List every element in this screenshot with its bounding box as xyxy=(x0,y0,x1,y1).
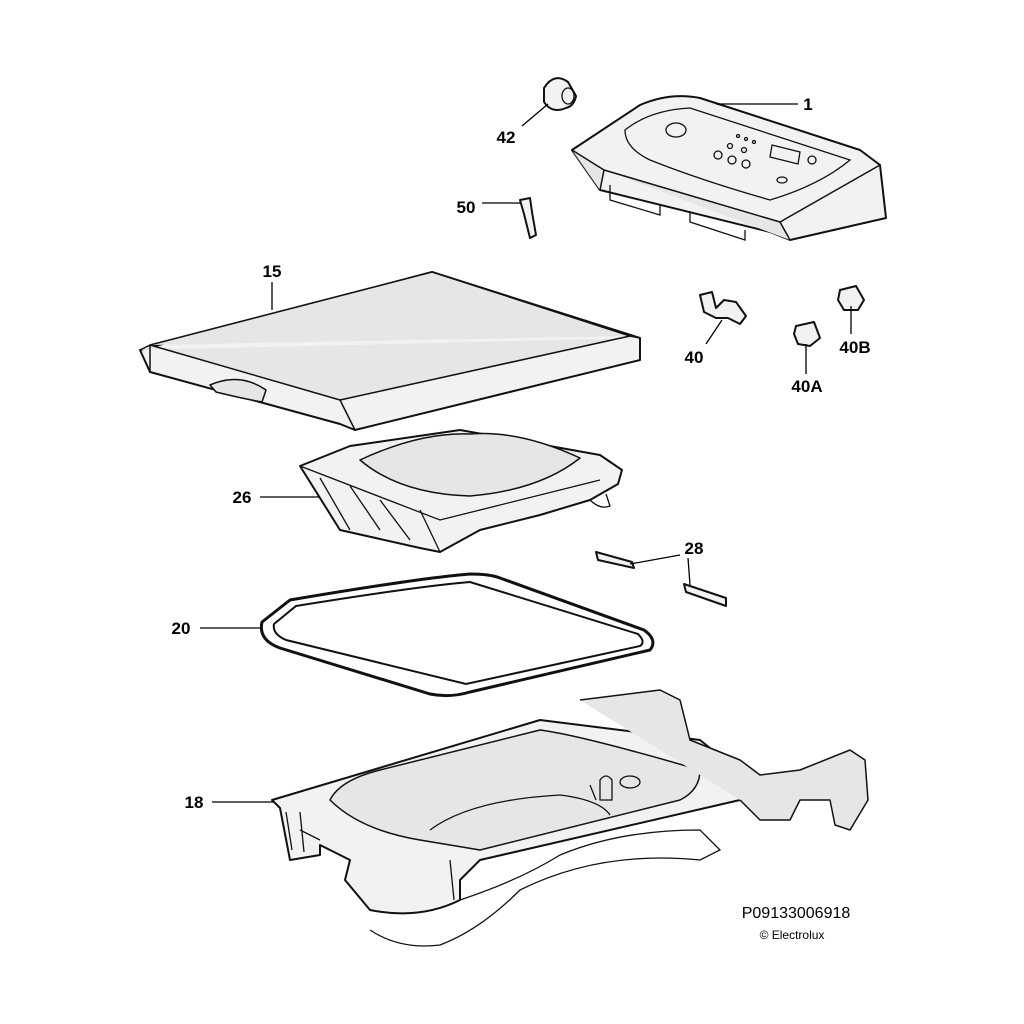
part-label-40A: 40A xyxy=(791,377,822,396)
part-26-frame xyxy=(299,429,623,553)
part-label-42: 42 xyxy=(497,128,516,147)
part-label-15: 15 xyxy=(263,262,282,281)
part-50-pin xyxy=(519,197,537,239)
part-20-gasket xyxy=(259,572,655,698)
leader-lines xyxy=(200,103,852,803)
part-label-50: 50 xyxy=(457,198,476,217)
part-40B-clip xyxy=(837,285,865,311)
part-1-control-panel xyxy=(571,95,887,241)
part-40A-clip xyxy=(793,321,821,347)
copyright-notice: © Electrolux xyxy=(760,928,825,942)
part-15-lid xyxy=(139,271,641,431)
drawing-code: P09133006918 xyxy=(742,905,851,922)
part-label-28: 28 xyxy=(685,539,704,558)
part-label-40B: 40B xyxy=(839,338,870,357)
part-label-40: 40 xyxy=(685,348,704,367)
part-40-clip xyxy=(699,291,747,325)
part-label-18: 18 xyxy=(185,793,204,812)
part-42-knob xyxy=(543,77,577,111)
part-28-pins xyxy=(595,551,727,607)
part-label-1: 1 xyxy=(803,95,812,114)
part-18-tub-top xyxy=(271,689,869,947)
part-label-20: 20 xyxy=(172,619,191,638)
part-label-26: 26 xyxy=(233,488,252,507)
